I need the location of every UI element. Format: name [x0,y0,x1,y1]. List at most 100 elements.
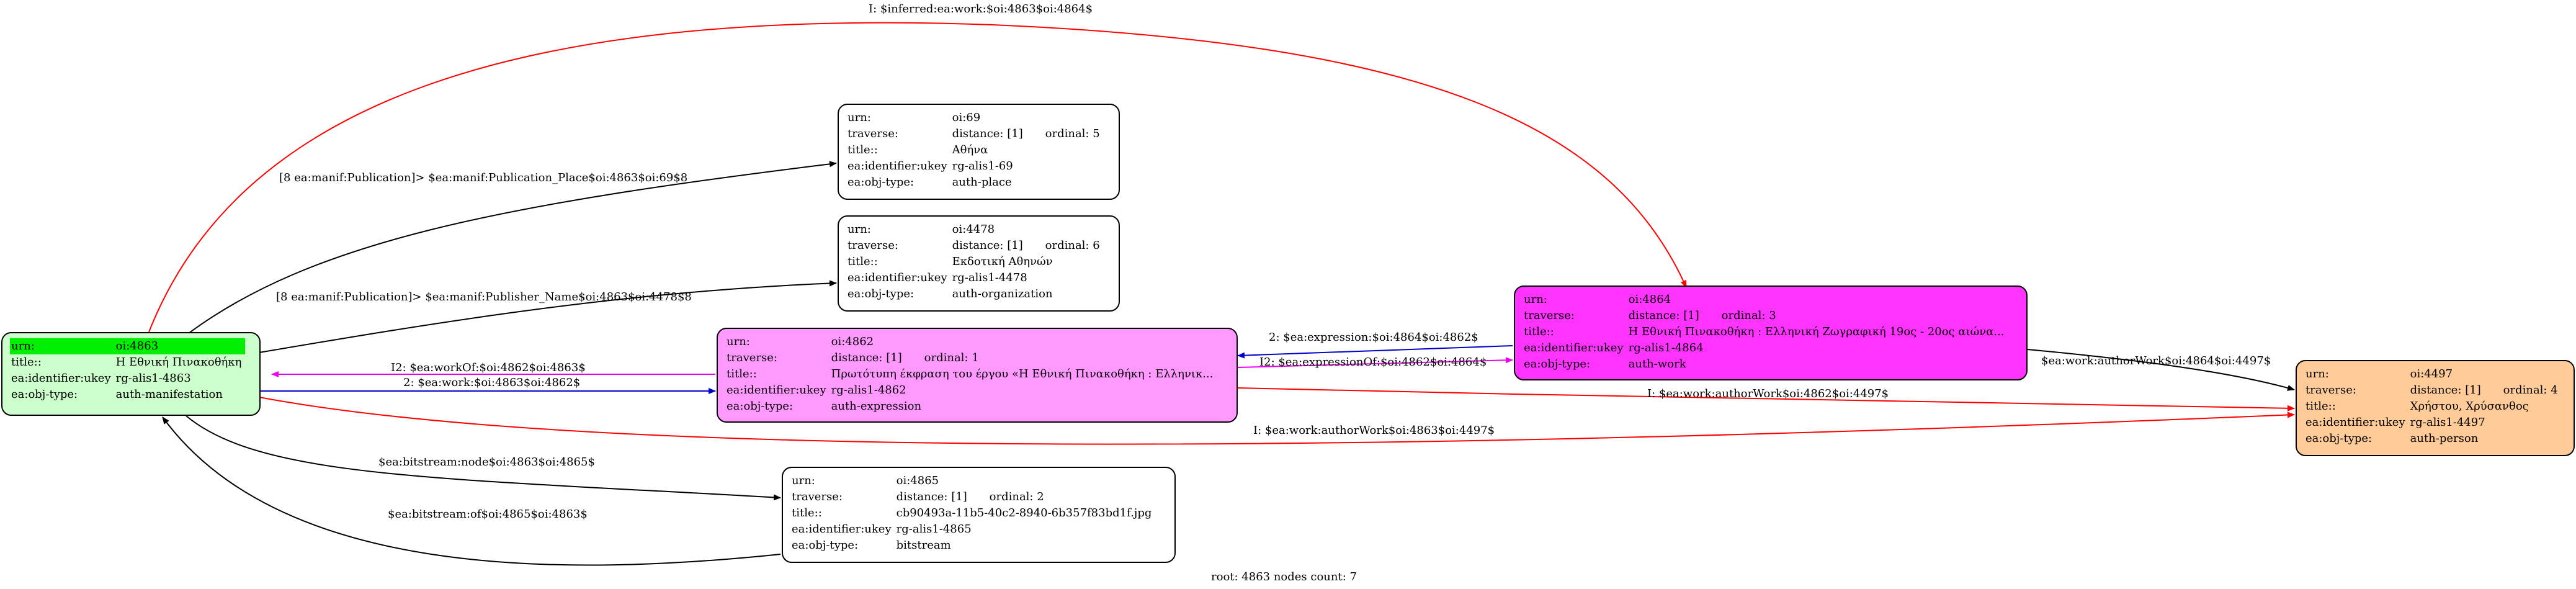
edge-label-bitstream-of: $ea:bitstream:of$oi:4865$oi:4863$ [388,508,588,521]
node-4478[interactable]: urn: oi:4478 traverse: distance: [1] ordina… [838,215,1120,312]
type-key: ea:obj-type: [847,176,915,189]
title-key: title:: [792,506,822,519]
ukey-value: rg-alis1-4478 [952,271,1027,284]
type-value: bitstream [896,539,951,552]
edge-label-author-work-4863: I: $ea:work:authorWork$oi:4863$oi:4497$ [1253,424,1495,437]
type-value: auth-person [2410,432,2479,445]
distance-value: distance: [1] [896,490,967,503]
edge-label-bitstream-node: $ea:bitstream:node$oi:4863$oi:4865$ [378,456,595,469]
ordinal-value: ordinal: 4 [2503,384,2558,397]
edge-label-expression-of: I2: $ea:expressionOf:$oi:4862$oi:4864$ [1259,356,1487,369]
urn-key: urn: [2305,367,2329,380]
ordinal-value: ordinal: 1 [924,351,979,364]
ukey-key: ea:identifier:ukey [2305,416,2405,429]
title-value: Χρήστου, Χρύσανθος [2410,400,2529,413]
type-key: ea:obj-type: [2305,432,2373,445]
node-row-urn: urn: oi:4863 [10,338,246,354]
title-key: title:: [2305,400,2336,413]
title-value: Η Εθνική Πινακοθήκη : Ελληνική Ζωγραφική… [1628,325,2005,338]
urn-value: oi:4497 [2410,367,2453,380]
urn-key: urn: [1524,293,1547,306]
edge-author-work-4864 [2027,349,2295,391]
urn-value: oi:4478 [952,223,995,236]
type-key: ea:obj-type: [792,539,859,552]
traverse-key: traverse: [847,239,898,252]
type-key: ea:obj-type: [727,400,794,413]
ukey-key: ea:identifier:ukey [847,271,947,284]
node-69[interactable]: urn: oi:69 traverse: distance: [1] ordinal:… [838,104,1120,200]
edge-expression-of [1237,357,1513,368]
distance-value: distance: [1] [952,127,1023,140]
urn-value: oi:69 [952,111,981,124]
ukey-value: rg-alis1-4865 [896,523,972,536]
title-key: title:: [1524,325,1554,338]
node-row-ukey: ea:identifier:ukey rg-alis1-4863 [11,372,191,385]
node-4865[interactable]: urn: oi:4865 traverse: distance: [1] ordina… [782,467,1176,563]
urn-value: oi:4864 [1628,293,1671,306]
title-key: title:: [847,143,878,156]
ukey-value: rg-alis1-4497 [2410,416,2485,429]
urn-value: oi:4862 [831,335,874,348]
ukey-value: rg-alis1-4864 [1628,341,1704,354]
urn-key: urn: [847,223,871,236]
traverse-key: traverse: [847,127,898,140]
ukey-key: ea:identifier:ukey [727,384,826,397]
ukey-key: ea:identifier:ukey [847,160,947,173]
node-4497[interactable]: urn: oi:4497 traverse: distance: [1] ordina… [2296,360,2575,456]
title-key: title:: [727,367,757,380]
edge-expression [1237,345,1513,359]
edge-publication-place [186,161,837,336]
type-value: auth-organization [952,287,1053,300]
edge-label-author-work-4862: I: $ea:work:authorWork$oi:4862$oi:4497$ [1647,387,1889,400]
node-row-title: title:: Η Εθνική Πινακοθήκη [11,356,242,369]
title-value: Πρωτότυπη έκφραση του έργου «Η Εθνική Πι… [831,367,1214,380]
node-4863[interactable]: urn: oi:4863 title:: Η Εθνική Πινακοθήκη… [1,332,261,416]
urn-key: urn: [727,335,750,348]
ordinal-value: ordinal: 5 [1045,127,1100,140]
title-key: title:: [847,255,878,268]
distance-value: distance: [1] [1628,309,1699,322]
type-key: ea:obj-type: [1524,357,1591,371]
title-value: Αθήνα [952,143,988,156]
type-value: auth-work [1628,357,1686,371]
edge-label-work: 2: $ea:work:$oi:4863$oi:4862$ [403,376,580,389]
edge-label-work-of: I2: $ea:workOf:$oi:4862$oi:4863$ [391,361,586,374]
traverse-key: traverse: [2305,384,2356,397]
urn-value: oi:4865 [896,474,939,487]
edge-bitstream-of [162,416,781,566]
ukey-value: rg-alis1-4862 [831,384,906,397]
traverse-key: traverse: [792,490,843,503]
ukey-value: rg-alis1-69 [952,160,1013,173]
urn-key: urn: [847,111,871,124]
type-value: auth-place [952,176,1012,189]
ordinal-value: ordinal: 2 [989,490,1044,503]
edge-author-work-4862 [1237,387,2295,411]
edge-label-inferred-work: I: $inferred:ea:work:$oi:4863$oi:4864$ [869,2,1093,16]
edge-label-expression: 2: $ea:expression:$oi:4864$oi:4862$ [1269,331,1478,344]
distance-value: distance: [1] [831,351,902,364]
edge-bitstream-node [186,415,781,501]
distance-value: distance: [1] [952,239,1023,252]
type-value: auth-expression [831,400,922,413]
ordinal-value: ordinal: 6 [1045,239,1100,252]
node-row-type: ea:obj-type: auth-manifestation [11,388,223,401]
title-value: Εκδοτική Αθηνών [952,255,1053,268]
traverse-key: traverse: [727,351,777,364]
traverse-key: traverse: [1524,309,1575,322]
title-value: cb90493a-11b5-40c2-8940-6b357f83bd1f.jpg [896,506,1152,519]
edge-label-author-work-4864: $ea:work:authorWork$oi:4864$oi:4497$ [2041,354,2271,367]
ukey-key: ea:identifier:ukey [1524,341,1624,354]
urn-key: urn: [792,474,815,487]
node-4862[interactable]: urn: oi:4862 traverse: distance: [1] ordina… [717,328,1238,423]
edge-publisher-name [259,280,837,353]
node-4864[interactable]: urn: oi:4864 traverse: distance: [1] ordina… [1514,286,2028,380]
ukey-key: ea:identifier:ukey [792,523,892,536]
edge-label-publication-place: [8 ea:manif:Publication]> $ea:manif:Publ… [279,171,687,184]
type-key: ea:obj-type: [847,287,915,300]
edge-author-work-4863 [259,397,2295,445]
ordinal-value: ordinal: 3 [1721,309,1776,322]
edge-label-publisher-name: [8 ea:manif:Publication]> $ea:manif:Publ… [276,290,692,303]
distance-value: distance: [1] [2410,384,2481,397]
footer-summary: root: 4863 nodes count: 7 [1211,570,1357,583]
